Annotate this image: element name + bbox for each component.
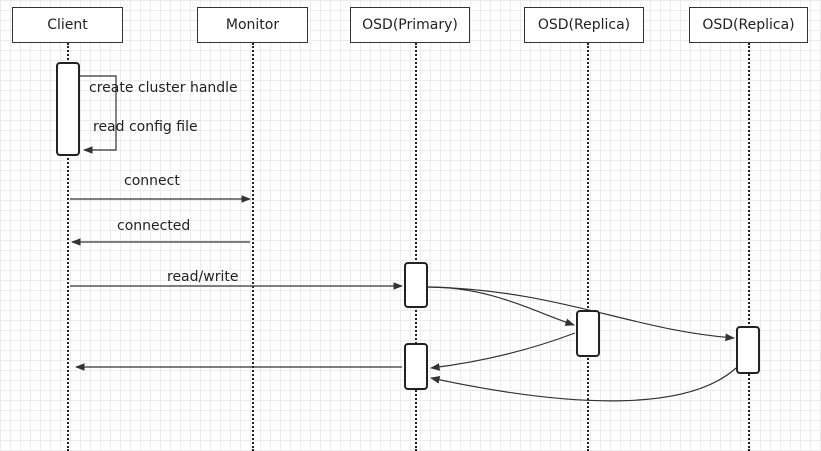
participant-osd-primary[interactable]: OSD(Primary)	[350, 7, 470, 43]
activation-osd-primary-2	[404, 343, 428, 390]
lifeline-osd-replica-2	[748, 43, 750, 451]
participant-monitor[interactable]: Monitor	[197, 7, 308, 43]
participant-osd-replica-1[interactable]: OSD(Replica)	[524, 7, 644, 43]
label-create-cluster-handle: create cluster handle	[89, 80, 238, 96]
activation-osd-replica-2	[736, 326, 760, 374]
lifeline-osd-replica-1	[587, 43, 589, 451]
participant-client[interactable]: Client	[12, 7, 123, 43]
self-message-arrow	[80, 75, 117, 154]
activation-osd-primary-1	[404, 262, 428, 308]
participant-osd-replica-2[interactable]: OSD(Replica)	[689, 7, 808, 43]
label-connected: connected	[117, 218, 191, 234]
replica-2-ack-arrow	[430, 367, 737, 402]
label-read-config-file: read config file	[93, 119, 198, 135]
replica-1-ack-arrow	[430, 332, 576, 371]
activation-client	[56, 62, 80, 156]
label-connect: connect	[124, 173, 180, 189]
lifeline-monitor	[252, 43, 254, 451]
lifeline-osd-primary	[415, 43, 417, 451]
lifeline-client	[67, 43, 69, 451]
activation-osd-replica-1	[576, 310, 600, 357]
label-read-write: read/write	[167, 269, 239, 285]
